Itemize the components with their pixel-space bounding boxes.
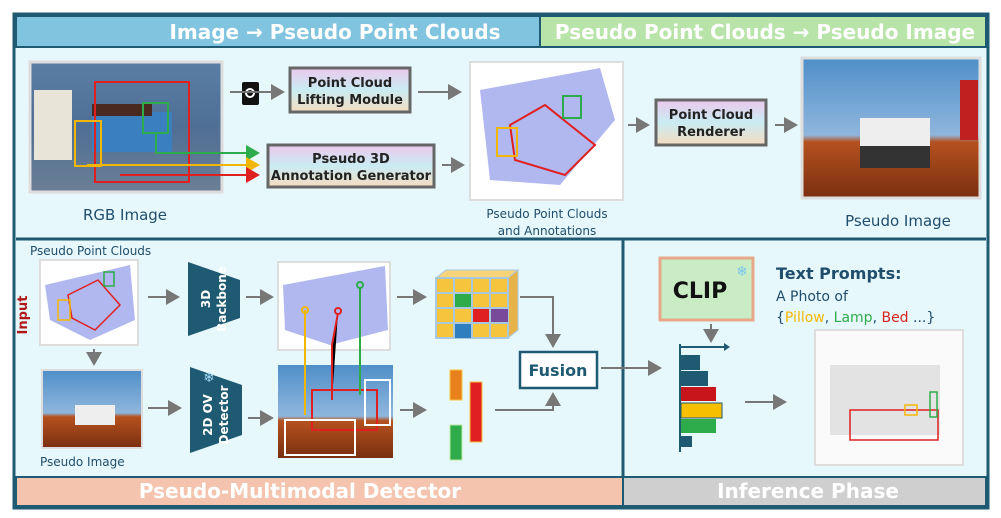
feature-bar-orange bbox=[449, 369, 463, 401]
clip-model: CLIP ❄ bbox=[658, 256, 755, 322]
detection-image bbox=[278, 365, 393, 458]
3d-feature-cube bbox=[434, 268, 520, 340]
pseudo-pc-label-1: Pseudo Point Clouds bbox=[486, 207, 607, 221]
text-prompts-title: Text Prompts: bbox=[776, 264, 901, 283]
detection-result-image bbox=[814, 329, 964, 466]
input-pseudo-image bbox=[41, 369, 143, 449]
snowflake-icon: ❄ bbox=[736, 264, 748, 280]
input-label: Input bbox=[16, 296, 31, 335]
rgb-image bbox=[28, 60, 224, 194]
svg-text:Lifting Module: Lifting Module bbox=[297, 93, 403, 108]
snowflake-icon: ❄ bbox=[203, 370, 215, 386]
footer-right-bar bbox=[622, 476, 987, 507]
svg-text:Point Cloud: Point Cloud bbox=[308, 76, 392, 91]
detector-pseudo-image-label: Pseudo Image bbox=[40, 455, 125, 469]
pseudo-point-cloud-image bbox=[469, 61, 624, 201]
svg-text:Backbone: Backbone bbox=[215, 266, 229, 332]
svg-text:Renderer: Renderer bbox=[677, 125, 745, 140]
feature-bar-red bbox=[469, 381, 483, 443]
svg-text:3D: 3D bbox=[199, 290, 213, 308]
footer-right-title: Inference Phase bbox=[717, 479, 899, 503]
text-prompts-classes: {Pillow, Lamp, Bed ...} bbox=[776, 310, 935, 326]
header-right-title: Pseudo Point Clouds → Pseudo Image bbox=[555, 20, 975, 44]
point-cloud-renderer: Point Cloud Renderer bbox=[654, 98, 768, 147]
svg-text:CLIP: CLIP bbox=[673, 279, 727, 304]
svg-text:Point Cloud: Point Cloud bbox=[669, 108, 753, 123]
pseudo-image bbox=[800, 56, 982, 200]
2d-ov-detector: ❄ 2D OV Detector bbox=[190, 367, 242, 453]
feature-bar-green bbox=[449, 424, 463, 461]
svg-text:Pseudo 3D: Pseudo 3D bbox=[312, 152, 390, 167]
fusion-module: Fusion bbox=[518, 350, 599, 390]
text-prompts-line: A Photo of bbox=[776, 289, 849, 305]
footer-left-title: Pseudo-Multimodal Detector bbox=[139, 479, 461, 503]
header-right-bar bbox=[539, 15, 987, 48]
point-cloud-lifting-module: Point Cloud Lifting Module bbox=[288, 66, 412, 114]
svg-text:Fusion: Fusion bbox=[529, 361, 588, 380]
camera-icon bbox=[242, 82, 259, 105]
svg-text:Detector: Detector bbox=[217, 385, 231, 444]
3d-backbone: 3D Backbone bbox=[188, 262, 240, 336]
pseudo-3d-annotation-generator: Pseudo 3D Annotation Generator bbox=[266, 143, 436, 189]
header-left-bar bbox=[15, 15, 541, 48]
footer-left-bar bbox=[15, 476, 624, 507]
header-left-title: Image → Pseudo Point Clouds bbox=[169, 20, 500, 44]
detector-pc-label: Pseudo Point Clouds bbox=[30, 244, 151, 258]
rgb-image-label: RGB Image bbox=[83, 206, 167, 224]
similarity-histogram bbox=[679, 343, 730, 452]
pseudo-pc-label-2: and Annotations bbox=[498, 224, 596, 238]
pseudo-image-label: Pseudo Image bbox=[845, 212, 951, 230]
svg-text:Annotation Generator: Annotation Generator bbox=[271, 169, 432, 184]
svg-text:2D OV: 2D OV bbox=[201, 393, 215, 435]
input-point-cloud bbox=[39, 259, 139, 346]
